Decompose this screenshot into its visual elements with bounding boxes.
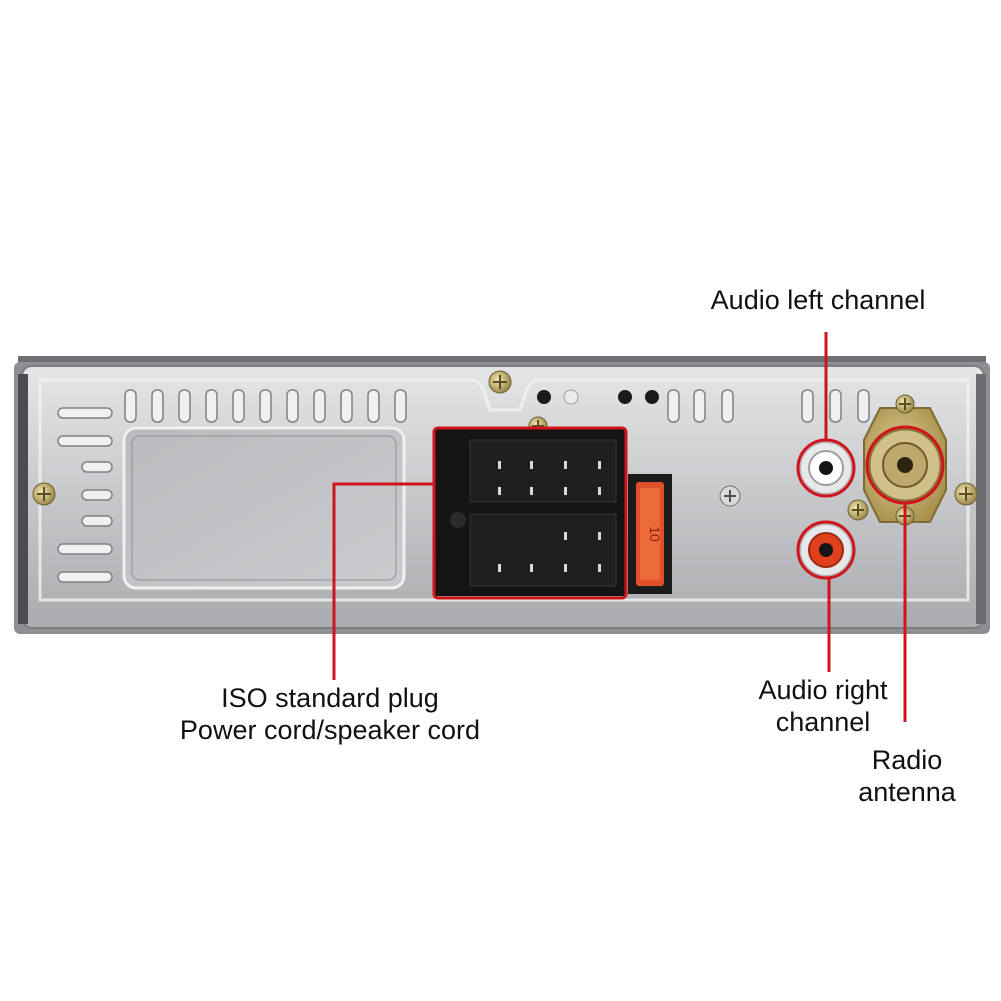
rca-left-jack [799,441,853,495]
fuse-rating: 10 [647,526,663,542]
callouts [332,332,945,722]
audio-right-text-line1: Audio right [758,675,888,705]
iso-callout-line [332,482,434,680]
vent-slots-left [57,407,113,583]
screw-icon [32,482,56,506]
screw-icon [954,482,978,506]
indicator-holes [537,389,659,405]
right-rca-highlight-ring [796,520,856,580]
radio-antenna-text-line2: antenna [858,777,956,807]
screw-icon [847,499,869,521]
iso-connector [434,428,626,596]
screw-icon [488,370,512,394]
iso-plug-label: ISO standard plug Power cord/speaker cor… [150,682,510,746]
audio-right-text-line2: channel [775,707,871,737]
radio-antenna-text-line1: Radio [871,745,943,775]
rca-right-jack [799,523,853,577]
screw-icon [895,394,915,414]
recessed-plate [122,426,406,590]
iso-plug-text-line1: ISO standard plug [221,683,439,713]
vent-slots-top [124,389,870,423]
radio-antenna-label: Radio antenna [840,744,974,808]
audio-left-channel-text: Audio left channel [710,285,926,315]
screws [32,370,978,521]
audio-right-channel-label: Audio right channel [740,674,906,738]
antenna-socket [863,394,947,526]
screw-icon [719,485,741,507]
audio-left-channel-label: Audio left channel [700,284,936,316]
iso-plug-text-line2: Power cord/speaker cord [179,715,481,745]
iso-highlight-box [432,426,628,600]
fuse: 10 [628,474,672,594]
